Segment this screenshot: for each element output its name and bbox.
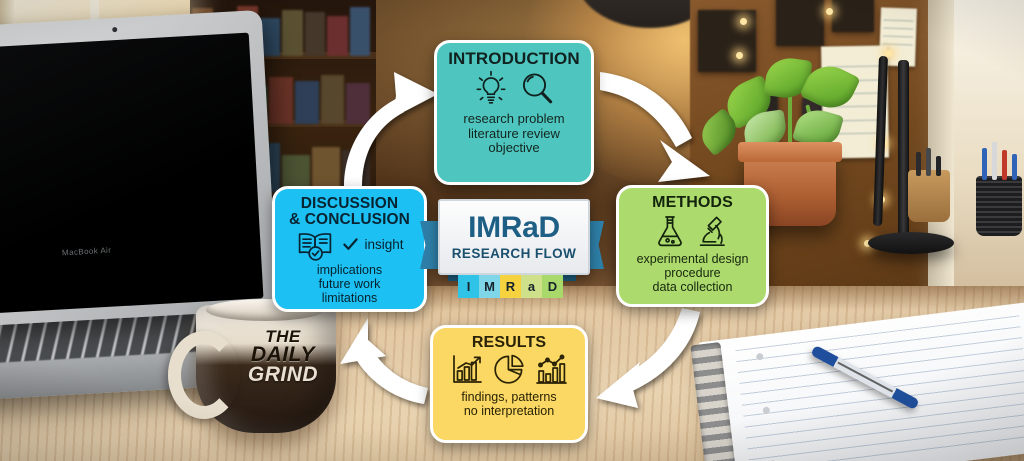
center-title: IMRaD [468, 211, 560, 244]
checkmark-icon [343, 238, 359, 250]
node-results-body: findings, patterns no interpretation [441, 390, 577, 418]
node-introduction-body: research problem literature review objec… [445, 112, 583, 156]
microscope-icon [699, 216, 725, 247]
fairy-light [885, 50, 892, 57]
mug-text-line-1: THE [265, 327, 301, 346]
node-methods-title: METHODS [652, 194, 733, 211]
node-introduction-line-3: objective [488, 140, 540, 156]
pen [916, 152, 921, 176]
fairy-light [864, 240, 871, 247]
node-introduction-line-1: research problem [463, 111, 565, 127]
flask-icon [658, 216, 682, 247]
node-results-line-1: findings, patterns [461, 390, 557, 405]
pen [1012, 154, 1017, 180]
center-plaque: IMRaD RESEARCH FLOW [438, 199, 590, 275]
node-introduction-icons [445, 69, 583, 109]
node-discussion-line-1: implications [316, 262, 383, 277]
node-methods-line-2: procedure [664, 266, 721, 281]
node-methods[interactable]: METHODS [616, 185, 769, 307]
node-methods-body: experimental design procedure data colle… [627, 252, 758, 294]
lamp-base [868, 232, 954, 254]
node-discussion-line-2: future work [318, 276, 381, 291]
fairy-light [740, 18, 747, 25]
magnifier-icon [522, 73, 552, 104]
arrow-methods-to-results [596, 308, 700, 408]
pen [992, 142, 997, 180]
fairy-light [826, 8, 833, 15]
node-discussion-insight-label: insight [364, 237, 404, 253]
arrow-discussion-to-introduction [344, 72, 438, 186]
pen [926, 148, 931, 176]
mug-text-line-2: DAILY [251, 343, 315, 367]
node-discussion-icon-row: insight [283, 228, 416, 262]
center-subtitle: RESEARCH FLOW [451, 246, 577, 261]
mug-text-line-3: GRIND [247, 363, 319, 387]
pencil-cup-wood [908, 170, 950, 222]
pie-chart-icon [494, 355, 524, 384]
right-window-frame [928, 0, 954, 335]
mug-text: THE DAILY GRIND [240, 327, 326, 387]
lamp-arm [898, 60, 909, 240]
pen [936, 156, 941, 176]
node-discussion-body: implications future work limitations [283, 263, 416, 305]
bar-chart-icon [453, 355, 482, 384]
node-discussion-line-3: limitations [321, 290, 378, 305]
imrad-chip-r: R [500, 275, 521, 298]
lightbulb-icon [475, 71, 506, 104]
arrow-introduction-to-methods [600, 72, 710, 182]
node-results-title: RESULTS [471, 334, 547, 351]
node-introduction-line-2: literature review [468, 125, 560, 141]
imrad-chip-m: M [479, 275, 500, 298]
node-introduction[interactable]: INTRODUCTION research problem literature… [434, 40, 594, 185]
node-discussion-title-line-1: DISCUSSION [300, 195, 399, 212]
node-methods-line-3: data collection [652, 280, 733, 295]
imrad-chip-a: a [521, 275, 542, 298]
node-discussion-conclusion[interactable]: DISCUSSION & CONCLUSION insight implicat… [272, 186, 427, 312]
node-methods-line-1: experimental design [636, 252, 749, 267]
node-methods-icons [627, 213, 758, 249]
center-banner: IMRaD RESEARCH FLOW I M R a D [420, 197, 604, 305]
coffee-mug: THE DAILY GRIND [168, 299, 336, 433]
pencil-cup-mesh [976, 176, 1022, 236]
line-chart-icon [536, 354, 567, 385]
arrow-results-to-discussion [340, 318, 428, 404]
node-results[interactable]: RESULTS [430, 325, 588, 443]
open-book-check-icon [299, 232, 332, 261]
fairy-light [736, 52, 743, 59]
node-results-line-2: no interpretation [463, 404, 555, 419]
node-discussion-title-line-2: & CONCLUSION [289, 210, 410, 228]
node-results-icons [441, 353, 577, 387]
imrad-chip-i: I [458, 275, 479, 298]
pen [982, 148, 987, 180]
node-introduction-title: INTRODUCTION [448, 49, 580, 68]
imrad-chip-d: D [542, 275, 563, 298]
imrad-chip-row: I M R a D [458, 275, 563, 298]
pen [1002, 150, 1007, 180]
